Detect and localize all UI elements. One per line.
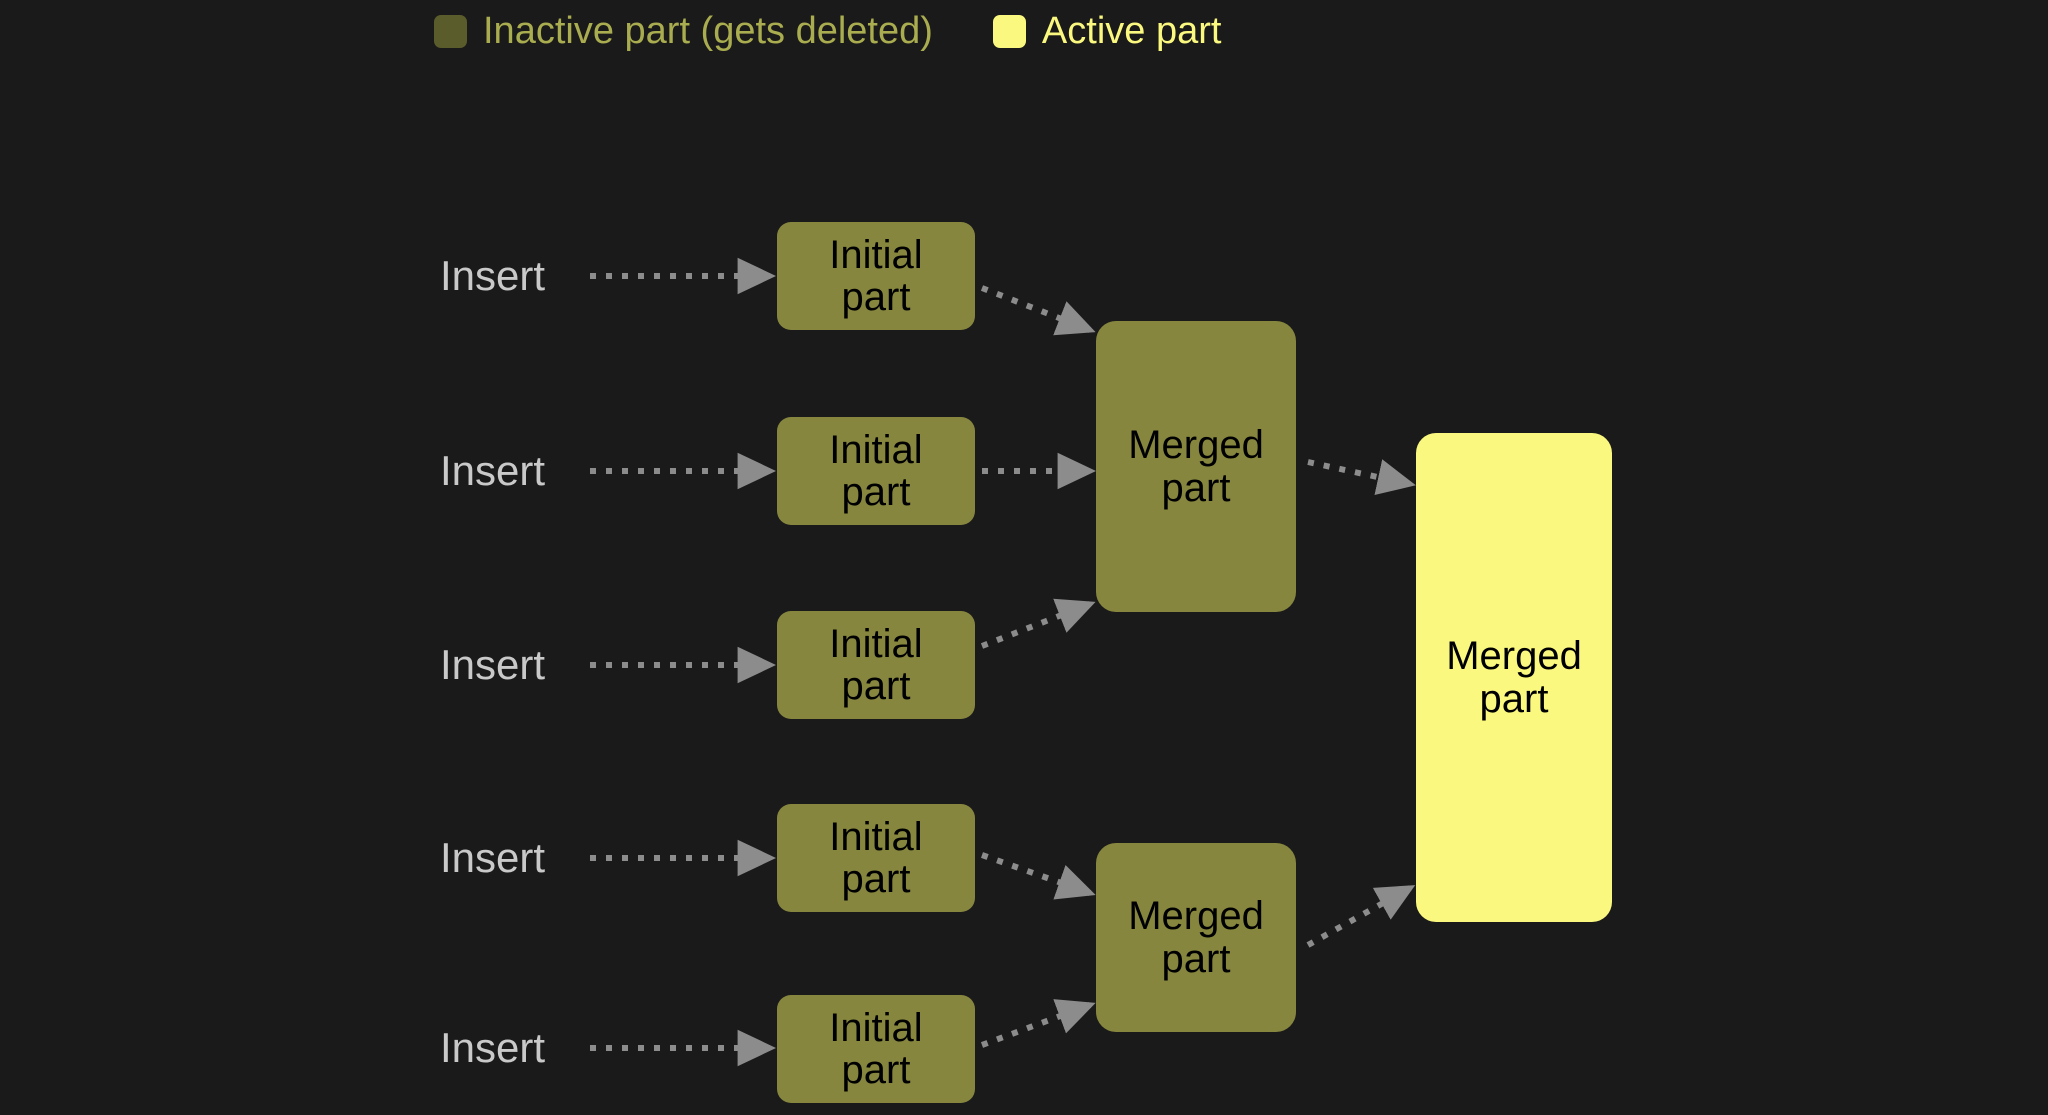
node-label-line1: Merged: [1446, 634, 1582, 679]
node-label-line2: part: [1479, 676, 1549, 721]
initial-1-to-merged-1-arrow-icon: [980, 285, 1096, 336]
legend-item-active: Active part: [992, 10, 1222, 52]
initial-3-to-merged-1-arrow-icon: [980, 598, 1096, 649]
node-label-line1: Initial: [829, 427, 923, 472]
node-label-line2: part: [841, 275, 911, 319]
insert-label: Insert: [440, 252, 546, 299]
node-label-line1: Initial: [829, 232, 923, 277]
merged-1-to-active-arrow-icon: [1307, 459, 1416, 496]
legend: Inactive part (gets deleted) Active part: [434, 12, 1221, 50]
node-label-line2: part: [841, 470, 911, 514]
node-label-line2: part: [841, 664, 911, 708]
legend-swatch-active-icon: [992, 14, 1026, 48]
initial-4-to-merged-2-arrow-icon: [981, 852, 1096, 900]
node-label-line1: Initial: [829, 814, 923, 859]
legend-swatch-inactive-icon: [434, 14, 467, 48]
legend-item-inactive: Inactive part (gets deleted): [434, 12, 933, 50]
insert-label: Insert: [440, 834, 546, 881]
node-label-line1: Initial: [829, 621, 923, 666]
insert-label: Insert: [440, 1024, 546, 1071]
legend-label-inactive: Inactive part (gets deleted): [483, 10, 933, 52]
node-label-line1: Merged: [1128, 423, 1264, 468]
merged-2-to-active-arrow-icon: [1306, 885, 1416, 948]
insert-label: Insert: [440, 641, 546, 688]
node-label-line2: part: [1161, 936, 1231, 981]
initial-5-to-merged-2-arrow-icon: [980, 999, 1096, 1048]
legend-label-active: Active part: [1041, 10, 1222, 52]
node-label-line1: Merged: [1128, 894, 1264, 939]
insert-label: Insert: [440, 447, 546, 494]
node-label-line2: part: [1161, 465, 1231, 510]
node-label-line2: part: [841, 857, 911, 901]
node-label-line2: part: [841, 1048, 911, 1092]
node-label-line1: Initial: [829, 1005, 923, 1050]
